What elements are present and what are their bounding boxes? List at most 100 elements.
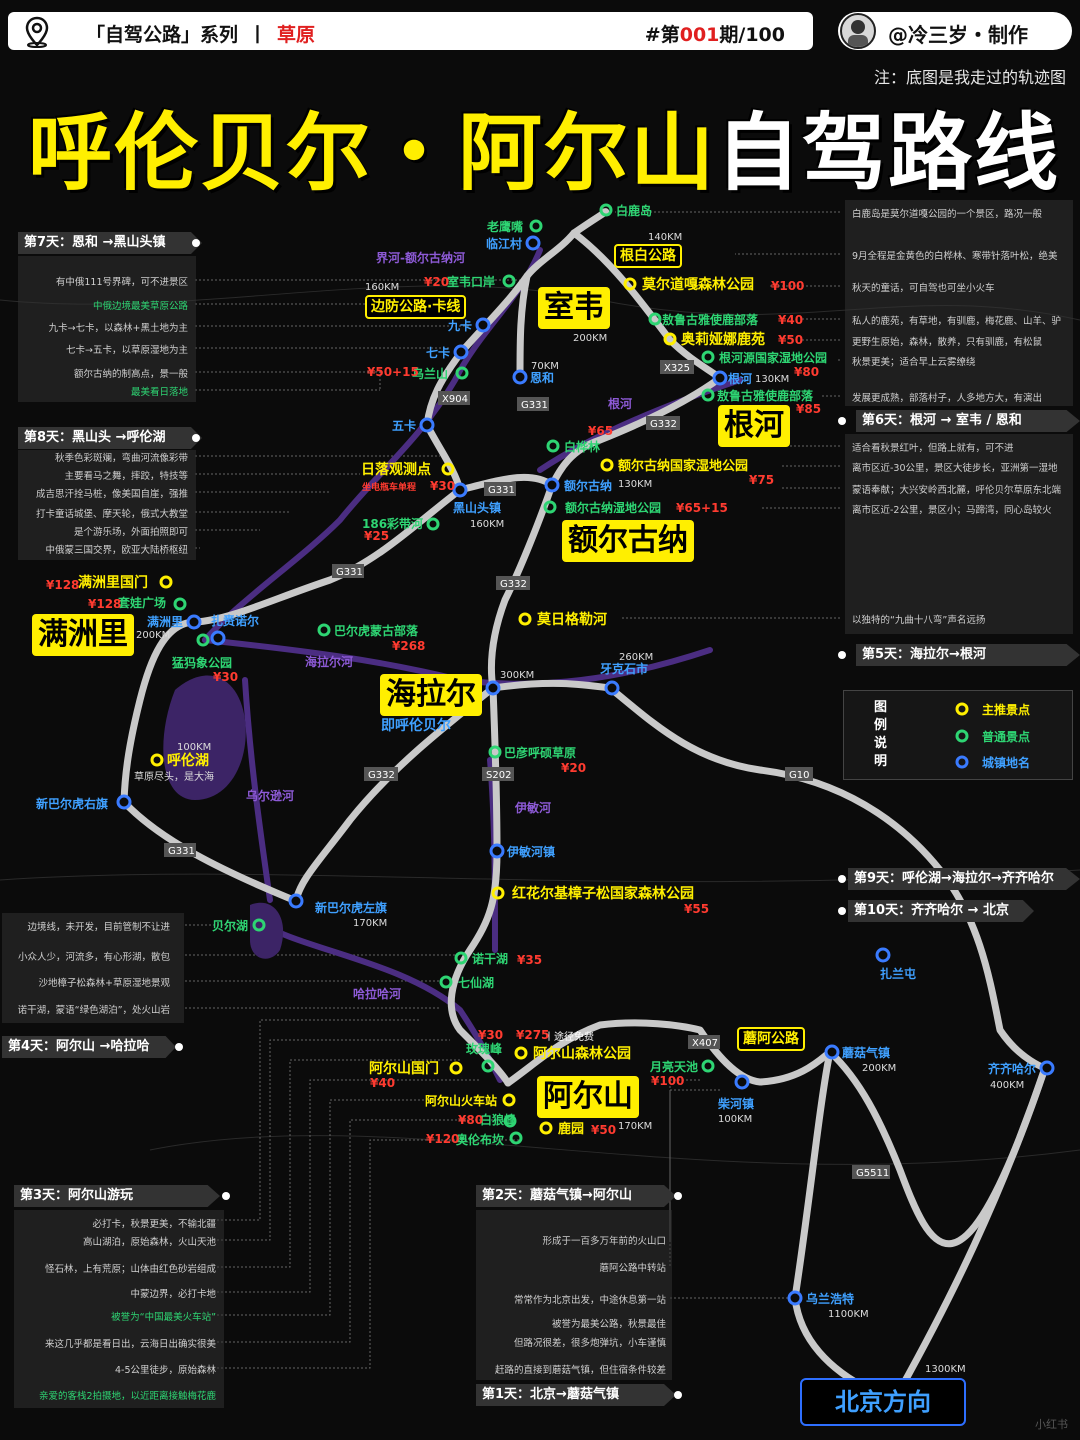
day6-line: 秋景更美；适合早上云雾缭绕 xyxy=(852,357,976,368)
day4-dot xyxy=(175,1043,183,1051)
day4-line: 沙地樟子松森林+草原湿地景观 xyxy=(38,978,170,989)
day5-panel xyxy=(845,434,1073,634)
svg-text:红花尔基樟子松国家森林公园: 红花尔基樟子松国家森林公园 xyxy=(512,885,694,902)
svg-text:阿尔山国门: 阿尔山国门 xyxy=(369,1060,439,1077)
day4-header: 第4天：阿尔山 →哈拉哈 xyxy=(2,1036,176,1058)
day2-line: 赶路的直接到蘑菇气镇，但住宿条件较差 xyxy=(494,1365,666,1376)
svg-text:临江村: 临江村 xyxy=(486,236,522,251)
svg-text:莫尔道嘎森林公园: 莫尔道嘎森林公园 xyxy=(641,276,754,293)
day6-line: 发展更成熟，部落村子，人多地方大，有演出 xyxy=(852,393,1043,404)
svg-text:满洲里国门: 满洲里国门 xyxy=(78,574,148,591)
svg-text:敖鲁古雅使鹿部落: 敖鲁古雅使鹿部落 xyxy=(662,312,759,327)
legend-title: 图例说明 xyxy=(874,700,888,769)
svg-text:阿尔山森林公园: 阿尔山森林公园 xyxy=(533,1045,631,1062)
svg-text:G10: G10 xyxy=(789,770,809,781)
svg-text:齐齐哈尔: 齐齐哈尔 xyxy=(988,1061,1036,1076)
svg-text:¥128: ¥128 xyxy=(88,597,121,611)
svg-text:¥50+15: ¥50+15 xyxy=(367,365,419,379)
svg-text:根河源国家湿地公园: 根河源国家湿地公园 xyxy=(719,350,827,365)
day6-dot xyxy=(838,417,846,425)
svg-text:130KM: 130KM xyxy=(618,479,652,490)
river-labels: 界河-额尔古纳河 根河 海拉尔河 乌尔逊河 伊敏河 哈拉哈河 xyxy=(246,250,632,1001)
day7-line: 七卡→五卡，以草原湿地为主 xyxy=(66,345,188,356)
svg-text:根河: 根河 xyxy=(608,396,632,411)
day7-header: 第7天：恩和 →黑山头镇 xyxy=(18,232,202,254)
svg-text:扎赉诺尔: 扎赉诺尔 xyxy=(211,613,259,628)
svg-text:额尔古纳国家湿地公园: 额尔古纳国家湿地公园 xyxy=(618,458,748,474)
price-labels: ¥20 ¥100 ¥40 ¥50 ¥80 ¥85 ¥65 ¥75 ¥65+15 … xyxy=(46,275,821,1146)
svg-text:¥120: ¥120 xyxy=(426,1132,459,1146)
svg-text:G332: G332 xyxy=(500,579,527,590)
svg-text:白狼峰: 白狼峰 xyxy=(480,1112,517,1127)
svg-text:¥85: ¥85 xyxy=(796,402,821,416)
day3-line: 中蒙边界，必打卡地 xyxy=(130,1289,216,1300)
svg-text:G331: G331 xyxy=(336,567,363,578)
day2-line: 被誉为最美公路，秋景最佳 xyxy=(551,1319,666,1330)
svg-text:400KM: 400KM xyxy=(990,1080,1024,1091)
day4-line: 小众人少，河流多，有心形湖，散包 xyxy=(17,952,170,963)
svg-text:186彩带河: 186彩带河 xyxy=(362,516,423,531)
day3-line: 必打卡，秋景更美，不输北疆 xyxy=(92,1219,216,1230)
day8-line: 中俄蒙三国交界，欧亚大陆桥枢纽 xyxy=(45,545,188,556)
svg-text:¥35: ¥35 xyxy=(517,953,542,967)
road-shields: X904 G331 G331 X325 G332 G331 G332 G332 … xyxy=(164,360,890,1179)
day6-header: 第6天：根河 → 室韦 / 恩和 xyxy=(856,410,1080,432)
day2-line: 但路况很差，很多炮弹坑，小车谨慎 xyxy=(513,1338,666,1349)
svg-text:¥65: ¥65 xyxy=(588,424,613,438)
svg-text:¥65+15: ¥65+15 xyxy=(676,501,728,515)
svg-text:扎兰屯: 扎兰屯 xyxy=(880,966,916,981)
hulun-note: 草原尽头，是大海 xyxy=(134,770,214,783)
day8-line: 主要看马之舞，摔跤，特技等 xyxy=(64,471,188,482)
svg-text:¥50: ¥50 xyxy=(778,333,803,347)
label-hailar: 海拉尔 xyxy=(380,674,482,716)
day8-panel xyxy=(18,450,196,560)
svg-text:五卡: 五卡 xyxy=(392,418,416,433)
svg-text:260KM: 260KM xyxy=(619,652,653,663)
svg-text:老鹰嘴: 老鹰嘴 xyxy=(487,219,523,234)
svg-text:160KM: 160KM xyxy=(365,282,399,293)
day7-line: 九卡→七卡，以森林+黑土地为主 xyxy=(48,323,188,334)
page-title: 呼伦贝尔・阿尔山自驾路线 xyxy=(28,104,1061,202)
day2-panel xyxy=(476,1210,672,1380)
svg-text:¥20: ¥20 xyxy=(424,275,449,289)
town-labels: 临江村 九卡 七卡 恩和 根河 五卡 黑山头镇 额尔古纳 满洲里 扎赉诺尔 牙克… xyxy=(36,236,1036,1306)
svg-text:蘑菇气镇: 蘑菇气镇 xyxy=(842,1045,890,1060)
svg-text:白桦林: 白桦林 xyxy=(564,439,600,454)
svg-text:¥80: ¥80 xyxy=(458,1113,483,1127)
svg-text:160KM: 160KM xyxy=(470,519,504,530)
day6-line: 白鹿岛是莫尔道嘎公园的一个景区，路况一般 xyxy=(852,209,1043,220)
day6-line: 秋天的童话，可自驾也可坐小火车 xyxy=(852,283,995,294)
day3-line: 怪石林，上有荒原；山体由红色砂岩组成 xyxy=(44,1264,216,1275)
day3-line: 被誉为“中国最美火车站” xyxy=(111,1312,216,1323)
svg-text:额尔古纳: 额尔古纳 xyxy=(564,478,612,493)
svg-text:套娃广场: 套娃广场 xyxy=(117,595,166,610)
watermark: 小红书 xyxy=(1035,1418,1068,1431)
day1-header: 第1天：北京→蘑菇气镇 xyxy=(476,1384,676,1406)
svg-text:额尔古纳湿地公园: 额尔古纳湿地公园 xyxy=(565,500,661,515)
day3-panel xyxy=(14,1210,224,1408)
svg-text:¥55: ¥55 xyxy=(684,902,709,916)
svg-text:室韦口岸: 室韦口岸 xyxy=(447,274,495,289)
day6-line: 更野生原始，森林，散养，只有驯鹿，有松鼠 xyxy=(852,337,1043,348)
day10-header: 第10天：齐齐哈尔 → 北京 xyxy=(848,900,1034,922)
day8-line: 打卡童话城堡、摩天轮，俄式大教堂 xyxy=(35,509,188,520)
day5-line: 蒙语奉献；大兴安岭西北麓，呼伦贝尔草原东北端 xyxy=(852,485,1062,496)
day2-line: 蘑阿公路中转站 xyxy=(599,1263,666,1274)
svg-text:鹿园: 鹿园 xyxy=(558,1121,584,1137)
day9-dot xyxy=(838,875,846,883)
svg-text:九卡: 九卡 xyxy=(447,318,472,333)
svg-text:伊敏河镇: 伊敏河镇 xyxy=(506,844,555,859)
day6-panel xyxy=(845,200,1073,406)
day8-line: 成吉思汗拴马桩，像美国自崖，强推 xyxy=(35,489,188,500)
label-shiwei: 室韦 xyxy=(538,287,610,329)
svg-text:奥伦布坎: 奥伦布坎 xyxy=(456,1132,504,1147)
distance-labels: 140KM 160KM 70KM 200KM 130KM 130KM 160KM… xyxy=(136,232,1024,1375)
svg-text:¥75: ¥75 xyxy=(749,473,774,487)
svg-text:巴尔虎蒙古部落: 巴尔虎蒙古部落 xyxy=(334,623,419,638)
day7-line: 最美看日落地 xyxy=(130,387,188,398)
label-erguna: 额尔古纳 xyxy=(562,520,694,562)
day5-line: 离市区近-30公里，景区大徒步长，亚洲第一湿地 xyxy=(852,463,1058,474)
beijing-direction: 北京方向 xyxy=(800,1378,966,1426)
day7-line: 有中俄111号界碑，可不进景区 xyxy=(55,277,188,288)
